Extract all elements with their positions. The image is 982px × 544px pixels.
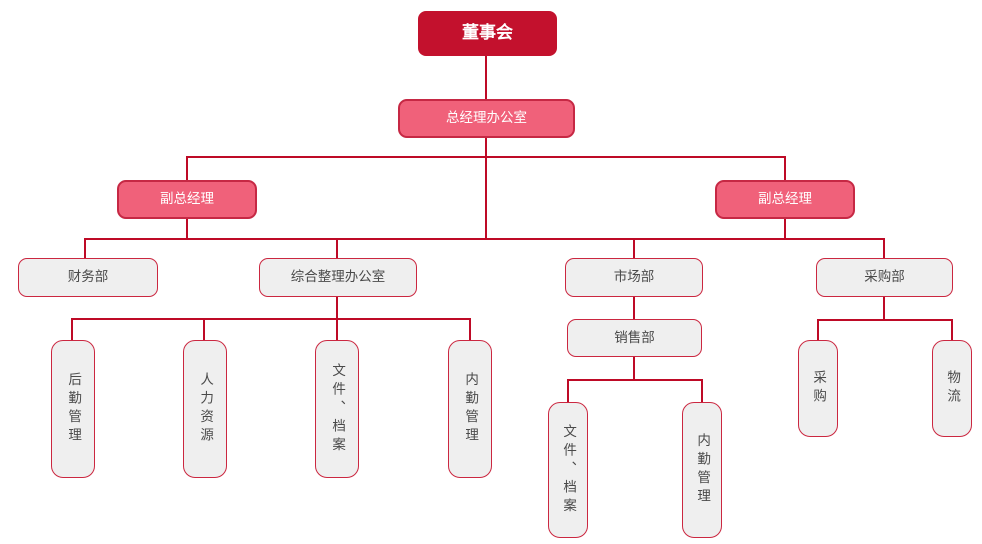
connector-line (71, 318, 73, 341)
connector-line (633, 238, 635, 259)
org-node-logistics[interactable]: 物流 (932, 340, 972, 437)
connector-line (817, 319, 953, 321)
org-node-purchasing-dept[interactable]: 采购部 (816, 258, 953, 297)
connector-line (485, 137, 487, 240)
org-node-sales-documents-archives[interactable]: 文件、档案 (548, 402, 588, 538)
connector-line (784, 156, 786, 181)
connector-line (336, 238, 338, 259)
connector-line (784, 219, 786, 240)
connector-line (883, 297, 885, 321)
connector-line (701, 379, 703, 403)
connector-line (883, 238, 885, 259)
org-node-purchasing[interactable]: 采购 (798, 340, 838, 437)
connector-line (951, 319, 953, 341)
connector-line (72, 318, 471, 320)
connector-line (633, 297, 635, 320)
org-node-sales-internal-management[interactable]: 内勤管理 (682, 402, 722, 538)
connector-line (186, 156, 188, 181)
org-node-logistics-management[interactable]: 后勤管理 (51, 340, 95, 478)
connector-line (186, 219, 188, 240)
connector-line (469, 318, 471, 341)
connector-line (84, 238, 86, 259)
org-node-marketing-dept[interactable]: 市场部 (565, 258, 703, 297)
org-node-board[interactable]: 董事会 (418, 11, 557, 56)
org-node-general-office[interactable]: 综合整理办公室 (259, 258, 417, 297)
connector-line (567, 379, 703, 381)
connector-line (203, 318, 205, 341)
connector-line (567, 379, 569, 403)
org-node-gm-office[interactable]: 总经理办公室 (398, 99, 575, 138)
org-node-documents-archives[interactable]: 文件、档案 (315, 340, 359, 478)
connector-line (485, 56, 487, 100)
org-node-internal-management[interactable]: 内勤管理 (448, 340, 492, 478)
connector-line (186, 156, 786, 158)
connector-line (85, 238, 885, 240)
org-node-sales-dept[interactable]: 销售部 (567, 319, 702, 357)
org-node-human-resources[interactable]: 人力资源 (183, 340, 227, 478)
org-node-deputy-gm-left[interactable]: 副总经理 (117, 180, 257, 219)
org-node-finance-dept[interactable]: 财务部 (18, 258, 158, 297)
connector-line (336, 297, 338, 320)
connector-line (817, 319, 819, 341)
connector-line (633, 357, 635, 381)
org-node-deputy-gm-right[interactable]: 副总经理 (715, 180, 855, 219)
connector-line (336, 318, 338, 341)
